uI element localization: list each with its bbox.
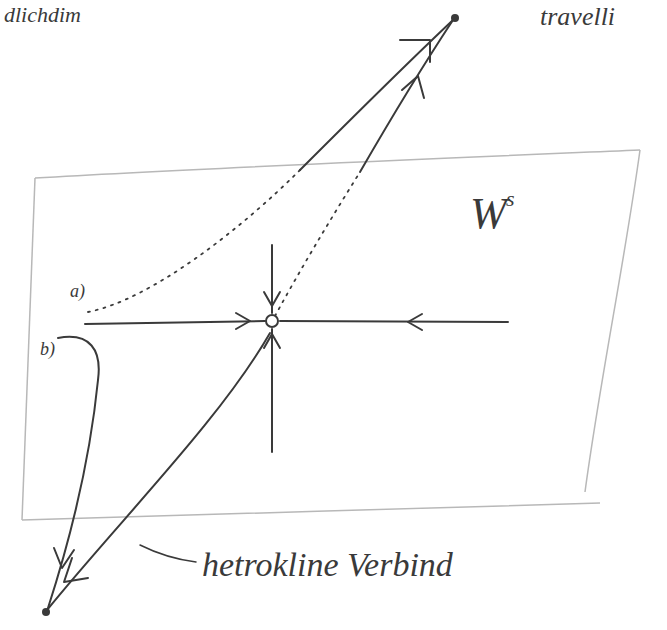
trajectory: [300, 20, 453, 170]
arrowhead: [54, 548, 74, 568]
plane-edge: [22, 503, 600, 520]
equilibrium-point: [42, 608, 50, 616]
plane-edge: [35, 150, 640, 178]
arrowhead: [236, 313, 250, 329]
plane-edge: [22, 178, 35, 520]
trajectory-tag: a): [70, 282, 85, 300]
trajectory: [271, 329, 273, 452]
trajectory: [85, 321, 265, 324]
equilibrium-point: [451, 14, 459, 22]
arrowhead: [264, 292, 280, 306]
manifold-plane: [22, 150, 640, 520]
manifold-name: W: [470, 192, 507, 236]
note-fragment: travelli: [540, 4, 615, 30]
saddle-point: [266, 315, 278, 327]
arrowhead: [402, 76, 424, 98]
manifold-superscript: s: [506, 188, 515, 210]
arrowhead: [64, 558, 88, 582]
connection-label: hetrokline Verbind: [202, 548, 453, 582]
trajectory: [280, 321, 508, 322]
arrowhead: [400, 40, 430, 62]
arrowhead: [408, 314, 422, 330]
plane-edge: [585, 150, 640, 492]
trajectory: [48, 337, 99, 608]
note-fragment: dlichdim: [4, 4, 81, 26]
trajectory-tag: b): [40, 340, 55, 358]
hidden-trajectory: [88, 170, 300, 312]
leader-line: [140, 545, 196, 562]
hidden-trajectory: [275, 172, 360, 316]
